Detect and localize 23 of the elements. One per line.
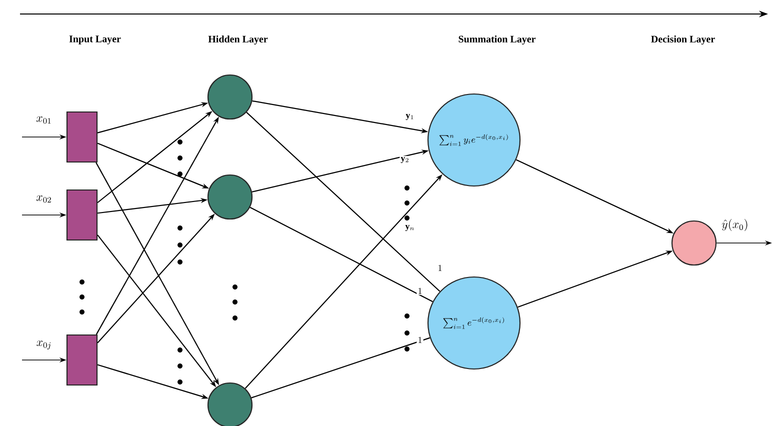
edge-label: $\mathbf{y}_1$ (404, 112, 416, 122)
edge-label: $\hat{y}(x_0)$ (720, 218, 750, 232)
summation-neuron: $\sum_{i=1}^{n} e^{-d(x_0,x_i)}$ (427, 276, 521, 370)
edge-label: $\mathbf{y}_2$ (400, 156, 410, 164)
input-box (66, 189, 98, 241)
edge-label: $x_{0j}$ (35, 340, 53, 350)
input-box (66, 334, 98, 386)
edge-label: $x_{01}$ (35, 116, 53, 124)
hidden-neuron (207, 382, 253, 426)
edge-label: $1$ (416, 287, 424, 295)
layer-title: Decision Layer (651, 35, 715, 45)
edge-label: $\mathbf{y}_n$ (404, 224, 416, 232)
input-box (66, 111, 98, 163)
edge-label: $1$ (416, 336, 424, 344)
edge-label: $1$ (436, 264, 444, 272)
layer-title: Hidden Layer (208, 35, 268, 45)
hidden-neuron (207, 174, 253, 220)
layer-title: Summation Layer (458, 35, 536, 45)
summation-neuron: $\sum_{i=1}^{n} y_i e^{-d(x_0,x_i)}$ (427, 93, 521, 187)
hidden-neuron (207, 74, 253, 120)
edge-label: $x_{02}$ (35, 194, 53, 204)
layer-title: Input Layer (69, 36, 121, 44)
output-neuron (671, 220, 717, 266)
